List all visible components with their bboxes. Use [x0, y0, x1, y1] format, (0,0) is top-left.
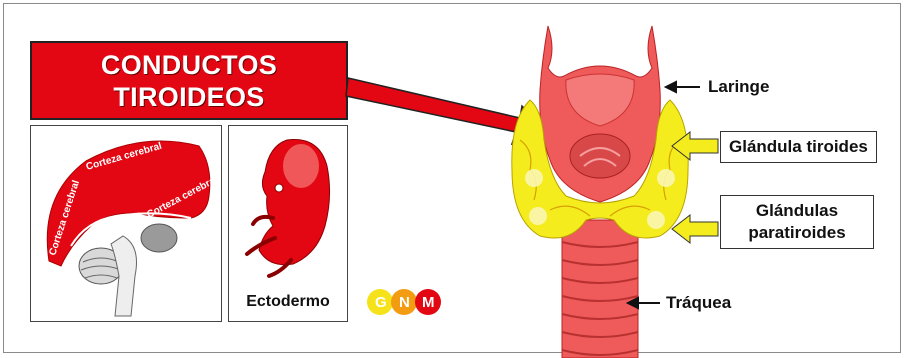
parathyroid-yellow-arrow — [672, 215, 718, 243]
parathyroid-label-line-2: paratiroides — [727, 222, 867, 244]
trachea-label: Tráquea — [666, 293, 731, 313]
larynx-pointer — [666, 82, 700, 92]
trachea-pointer — [628, 298, 660, 308]
thyroid-label: Glándula tiroides — [720, 131, 877, 163]
thyroid-yellow-arrow — [672, 132, 718, 160]
larynx-label: Laringe — [708, 77, 769, 97]
parathyroid-label: Glándulas paratiroides — [720, 195, 874, 249]
parathyroid-label-line-1: Glándulas — [727, 200, 867, 222]
